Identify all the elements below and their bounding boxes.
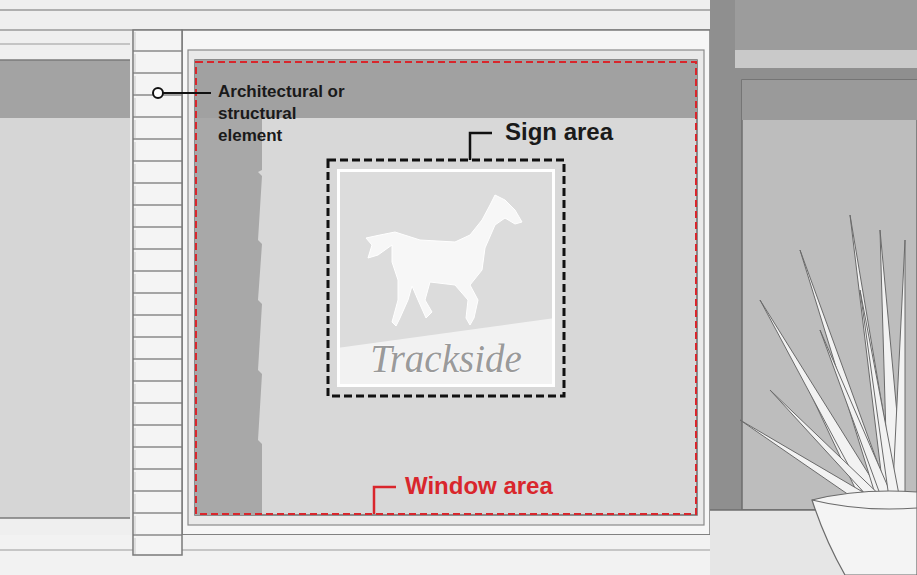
sign-panel: Trackside [337, 169, 555, 387]
area-label: Window area [405, 472, 625, 501]
callout-label: Architectural or structural element [218, 81, 358, 147]
area-label: Sign area [505, 118, 685, 147]
sign-wordmark: Trackside [340, 339, 552, 378]
